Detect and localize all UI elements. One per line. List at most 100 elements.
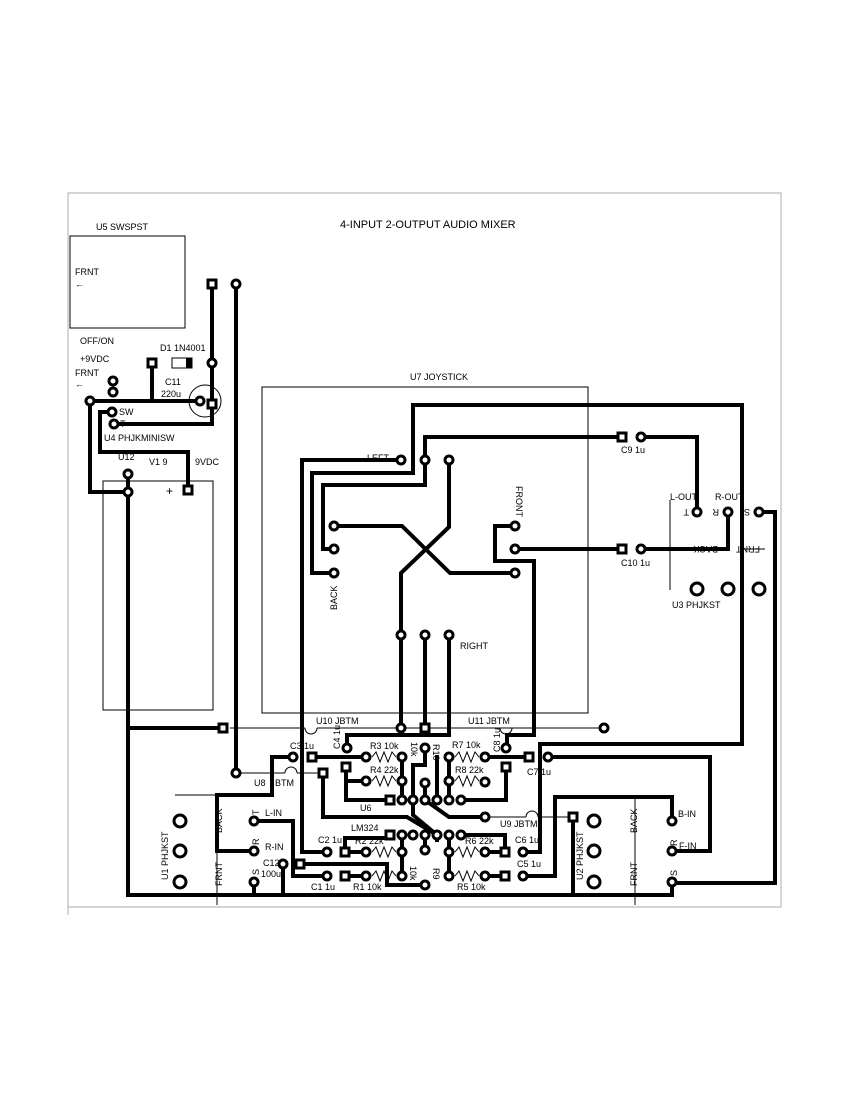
round-pad <box>360 751 372 763</box>
round-pad <box>479 811 491 823</box>
round-pad <box>419 777 431 789</box>
round-pad <box>230 767 242 779</box>
round-pad <box>443 794 455 806</box>
round-pad <box>321 870 333 882</box>
r9-label: R9 <box>431 868 441 880</box>
round-pad <box>479 870 491 882</box>
round-pad <box>321 846 333 858</box>
c2-label: C2 1u <box>318 835 342 845</box>
s-label: S <box>251 869 261 875</box>
square-pad <box>616 543 628 555</box>
round-pad <box>509 520 521 532</box>
lm324-label: LM324 <box>351 823 379 833</box>
round-pad <box>419 794 431 806</box>
u12-battery-outline <box>102 480 214 711</box>
r3-label: R3 10k <box>370 741 399 751</box>
back-label: BACK <box>214 808 224 833</box>
round-pad <box>479 846 491 858</box>
t-label: T <box>683 507 689 517</box>
d1-diode-band <box>186 358 192 368</box>
round-pad <box>230 278 242 290</box>
round-pad <box>206 357 218 369</box>
c9-label: C9 1u <box>621 445 645 455</box>
front-label: FRONT <box>514 486 524 517</box>
round-pad <box>509 567 521 579</box>
round-pad <box>248 876 260 888</box>
u11-label: U11 JBTM <box>468 716 510 726</box>
square-pad <box>182 484 194 496</box>
round-pad <box>328 567 340 579</box>
c8-label: C8 1u <box>492 728 502 752</box>
c6-label: C6 1u <box>515 835 539 845</box>
square-pad <box>340 761 352 773</box>
round-pad <box>479 776 491 788</box>
round-pad <box>172 874 188 890</box>
round-pad <box>479 751 491 763</box>
round-pad <box>635 431 647 443</box>
r8-label: R8 22k <box>455 765 484 775</box>
right-label: RIGHT <box>460 641 489 651</box>
round-pad <box>107 375 119 387</box>
joystick-label: U7 JOYSTICK <box>410 372 468 382</box>
u5-label: U5 SWSPST <box>96 222 149 232</box>
u8-btm-label: BTM <box>275 778 294 788</box>
round-pad <box>419 742 431 754</box>
back-label: BACK <box>629 808 639 833</box>
round-pad <box>419 829 431 841</box>
square-pad <box>419 722 431 734</box>
round-pad <box>396 846 408 858</box>
round-pad <box>341 742 353 754</box>
round-pad <box>407 829 419 841</box>
round-pad <box>443 751 455 763</box>
round-pad <box>443 846 455 858</box>
r6-label: R6 22k <box>465 836 494 846</box>
back-label: BACK <box>329 585 339 610</box>
square-pad <box>217 722 229 734</box>
diagram-title: 4-INPUT 2-OUTPUT AUDIO MIXER <box>340 219 516 231</box>
pads <box>84 278 767 891</box>
round-pad <box>509 543 521 555</box>
round-pad <box>194 395 206 407</box>
d1-label: D1 1N4001 <box>160 343 206 353</box>
square-pad <box>146 357 158 369</box>
round-pad <box>396 794 408 806</box>
r7-label: R7 10k <box>452 740 481 750</box>
c3-label: C3 1u <box>290 741 314 751</box>
r1-label: R1 10k <box>353 882 382 892</box>
square-pad <box>317 767 329 779</box>
u4-label: U4 PHJKMINISW <box>104 433 175 443</box>
r10-value: 10k <box>409 742 419 757</box>
round-pad <box>517 846 529 858</box>
round-pad <box>84 395 96 407</box>
u2-label: U2 PHJKST <box>575 831 585 880</box>
t-label: T <box>251 809 261 815</box>
round-pad <box>108 418 120 430</box>
c7-label: C7 1u <box>527 767 551 777</box>
square-pad <box>567 811 579 823</box>
c5-label: C5 1u <box>517 859 541 869</box>
u12-label: U12 <box>118 452 135 462</box>
r-label: R <box>712 507 719 517</box>
round-pad <box>172 813 188 829</box>
frnt-label: FRNT <box>214 862 224 886</box>
c4-label: C4 1u <box>332 725 342 749</box>
t-label: T <box>120 419 126 429</box>
lin-label: L-IN <box>265 808 282 818</box>
r9-value: 10k <box>408 866 418 881</box>
round-pad <box>666 876 678 888</box>
round-pad <box>419 454 431 466</box>
square-pad <box>500 761 512 773</box>
round-pad <box>419 844 431 856</box>
round-pad <box>666 815 678 827</box>
round-pad <box>455 794 467 806</box>
round-pad <box>172 843 188 859</box>
round-pad <box>106 406 118 418</box>
round-pad <box>500 742 512 754</box>
square-pad <box>384 794 396 806</box>
plus-label: + <box>166 484 173 498</box>
s-label: S <box>744 507 750 517</box>
round-pad <box>396 751 408 763</box>
offon-label: OFF/ON <box>80 336 114 346</box>
c12-value: 100u <box>261 869 281 879</box>
